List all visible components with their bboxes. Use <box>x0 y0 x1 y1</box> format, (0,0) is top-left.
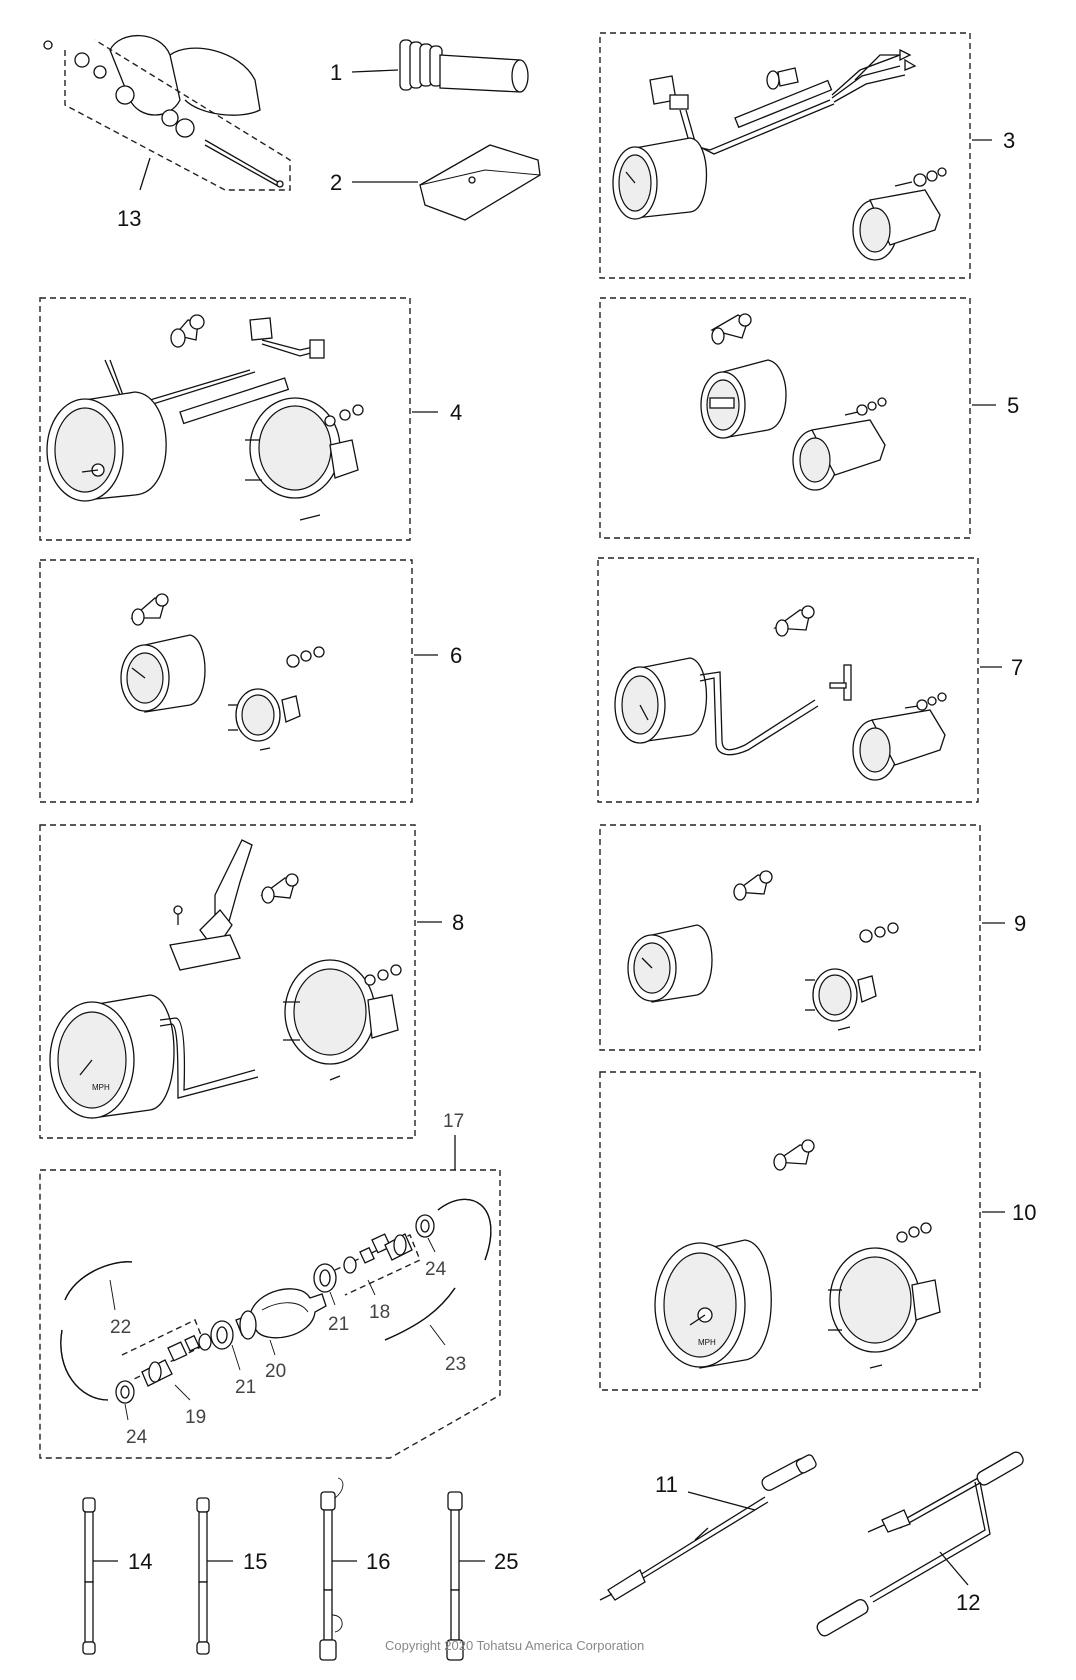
callout-8: 8 <box>452 910 464 935</box>
callout-1: 1 <box>330 60 342 85</box>
dial-mph-label-10: MPH <box>698 1338 716 1347</box>
part-19-connector-kit <box>121 1319 212 1387</box>
box-item-17 <box>39 1169 501 1459</box>
copyright-text: Copyright 2020 Tohatsu America Corporati… <box>385 1638 644 1653</box>
callout-6: 6 <box>450 643 462 668</box>
part-4-gauge-assembly <box>46 314 364 521</box>
callout-24b: 24 <box>425 1259 447 1280</box>
callout-2: 2 <box>330 170 342 195</box>
callout-5: 5 <box>1007 393 1019 418</box>
part-22-hose <box>60 1261 133 1401</box>
callout-15: 15 <box>243 1549 267 1574</box>
part-7-pressure-gauge-assembly <box>614 605 947 781</box>
part-13-bracket-bolt <box>43 34 291 191</box>
dial-mph-label-8: MPH <box>92 1083 110 1092</box>
part-14-sender-lead <box>82 1497 96 1655</box>
part-21-clamp-left <box>210 1320 234 1350</box>
callout-10: 10 <box>1012 1200 1036 1225</box>
part-18-connector-kit <box>334 1233 421 1296</box>
callout-21a: 21 <box>235 1377 256 1398</box>
callout-4: 4 <box>450 400 462 425</box>
callout-9: 9 <box>1014 911 1026 936</box>
part-24-clamp-right <box>415 1214 435 1238</box>
callout-16: 16 <box>366 1549 390 1574</box>
part-9-gauge-assembly <box>627 870 899 1031</box>
part-8-speedometer-assembly: MPH <box>49 839 402 1119</box>
callout-18: 18 <box>369 1302 390 1323</box>
box-item-6 <box>39 559 413 803</box>
part-11-extension-cable <box>599 1454 817 1601</box>
box-item-3 <box>599 32 971 279</box>
callout-13: 13 <box>117 206 141 231</box>
part-15-sender-lead <box>196 1497 210 1655</box>
box-item-5 <box>599 297 971 539</box>
part-25-sender-lead <box>446 1491 464 1661</box>
callout-19: 19 <box>185 1407 206 1428</box>
callout-3: 3 <box>1003 128 1015 153</box>
part-16-sender-lead <box>319 1477 344 1661</box>
part-3-gauge-assembly <box>612 48 947 261</box>
part-23-hose <box>384 1287 456 1341</box>
callout-14: 14 <box>128 1549 152 1574</box>
part-17-hose <box>437 1198 492 1261</box>
callout-23: 23 <box>445 1354 466 1375</box>
part-2-pouch <box>419 144 541 221</box>
box-item-10 <box>599 1071 981 1391</box>
box-item-4 <box>39 297 411 541</box>
callout-22: 22 <box>110 1317 131 1338</box>
box-item-8 <box>39 824 416 1139</box>
part-12-y-cable <box>816 1451 1024 1637</box>
part-20-primer-bulb <box>235 1288 327 1340</box>
callout-7: 7 <box>1011 655 1023 680</box>
part-24-clamp-left <box>115 1380 135 1404</box>
callout-12: 12 <box>956 1590 980 1615</box>
callout-25: 25 <box>494 1549 518 1574</box>
callout-24a: 24 <box>126 1427 148 1448</box>
part-21-clamp-right <box>313 1263 337 1293</box>
box-item-9 <box>599 824 981 1051</box>
part-1-hose-nipple <box>399 39 529 93</box>
callout-21b: 21 <box>328 1314 349 1335</box>
callout-11: 11 <box>655 1472 678 1497</box>
box-item-7 <box>597 557 979 803</box>
part-5-hourmeter-assembly <box>700 313 887 491</box>
part-10-speedometer-assembly: MPH <box>654 1139 941 1369</box>
callout-17: 17 <box>443 1111 464 1132</box>
callout-20: 20 <box>265 1361 286 1382</box>
part-6-gauge-assembly <box>120 593 325 751</box>
